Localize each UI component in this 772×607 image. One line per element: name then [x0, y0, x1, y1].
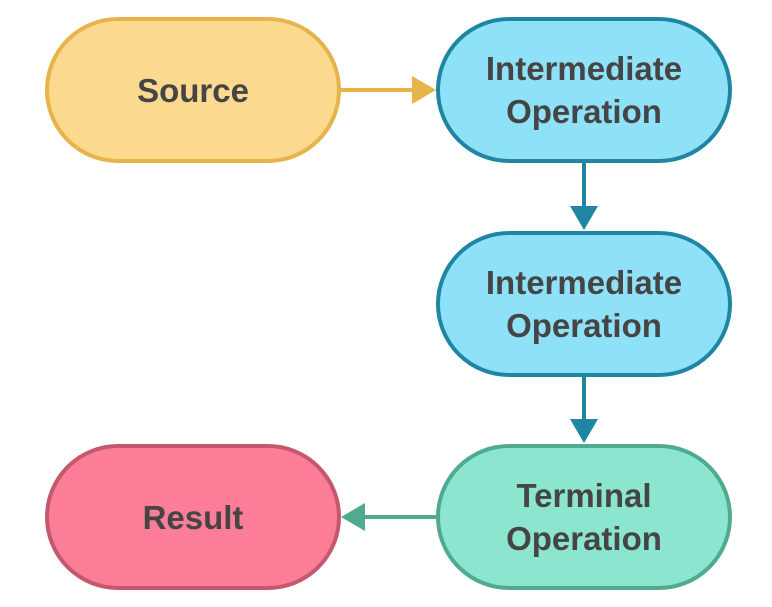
terminal-operation-node: Terminal Operation — [436, 444, 732, 590]
source-node: Source — [45, 17, 341, 163]
source-node-label: Source — [137, 69, 249, 112]
intermediate-operation-2-label: Intermediate Operation — [486, 261, 682, 347]
intermediate-2-label-line-2: Operation — [506, 307, 662, 344]
terminal-operation-label: Terminal Operation — [506, 474, 662, 560]
intermediate-operation-node-2: Intermediate Operation — [436, 231, 732, 377]
intermediate-operation-node-1: Intermediate Operation — [436, 17, 732, 163]
result-node-label: Result — [143, 496, 244, 539]
intermediate-1-label-line-1: Intermediate — [485, 50, 683, 87]
intermediate-operation-1-label: Intermediate Operation — [486, 47, 682, 133]
terminal-label-line-2: Operation — [506, 520, 662, 557]
edge-source-to-intermediate-1 — [339, 76, 436, 104]
result-node: Result — [45, 444, 341, 590]
edge-terminal-to-result — [341, 503, 438, 531]
edge-intermediate-1-to-intermediate-2 — [570, 161, 598, 230]
source-label-line-1: Source — [137, 71, 249, 109]
intermediate-1-label-line-2: Operation — [506, 93, 662, 130]
result-label-line-1: Result — [142, 498, 244, 536]
terminal-label-line-1: Terminal — [516, 477, 652, 514]
intermediate-2-label-line-1: Intermediate — [485, 264, 683, 301]
edge-intermediate-2-to-terminal — [570, 375, 598, 443]
